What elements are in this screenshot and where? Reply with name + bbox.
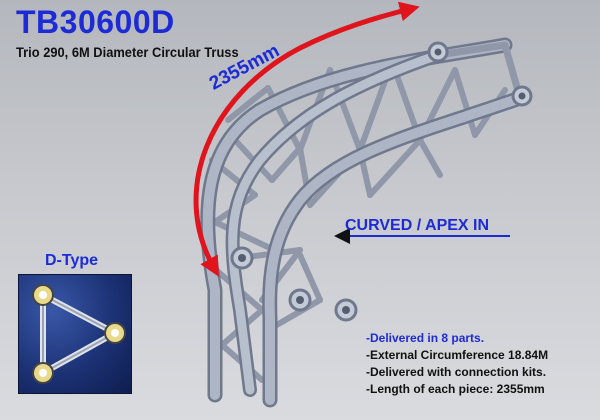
product-code: TB30600D bbox=[16, 4, 175, 40]
spec-circumference: -External Circumference 18.84M bbox=[366, 348, 549, 362]
dimension-arrow bbox=[193, 1, 420, 277]
cross-section-label: D-Type bbox=[45, 252, 99, 269]
callout-label: CURVED / APEX IN bbox=[345, 217, 490, 234]
spec-parts: -Delivered in 8 parts. bbox=[366, 331, 485, 345]
spec-piece-length: -Length of each piece: 2355mm bbox=[366, 382, 545, 396]
d-type-section-icon bbox=[32, 284, 126, 384]
product-subtitle: Trio 290, 6M Diameter Circular Truss bbox=[16, 44, 239, 60]
cross-section-panel bbox=[18, 274, 132, 394]
callout-arrow bbox=[334, 228, 510, 244]
spec-list: -Delivered in 8 parts. -External Circumf… bbox=[366, 330, 596, 398]
spec-connection-kits: -Delivered with connection kits. bbox=[366, 365, 547, 379]
